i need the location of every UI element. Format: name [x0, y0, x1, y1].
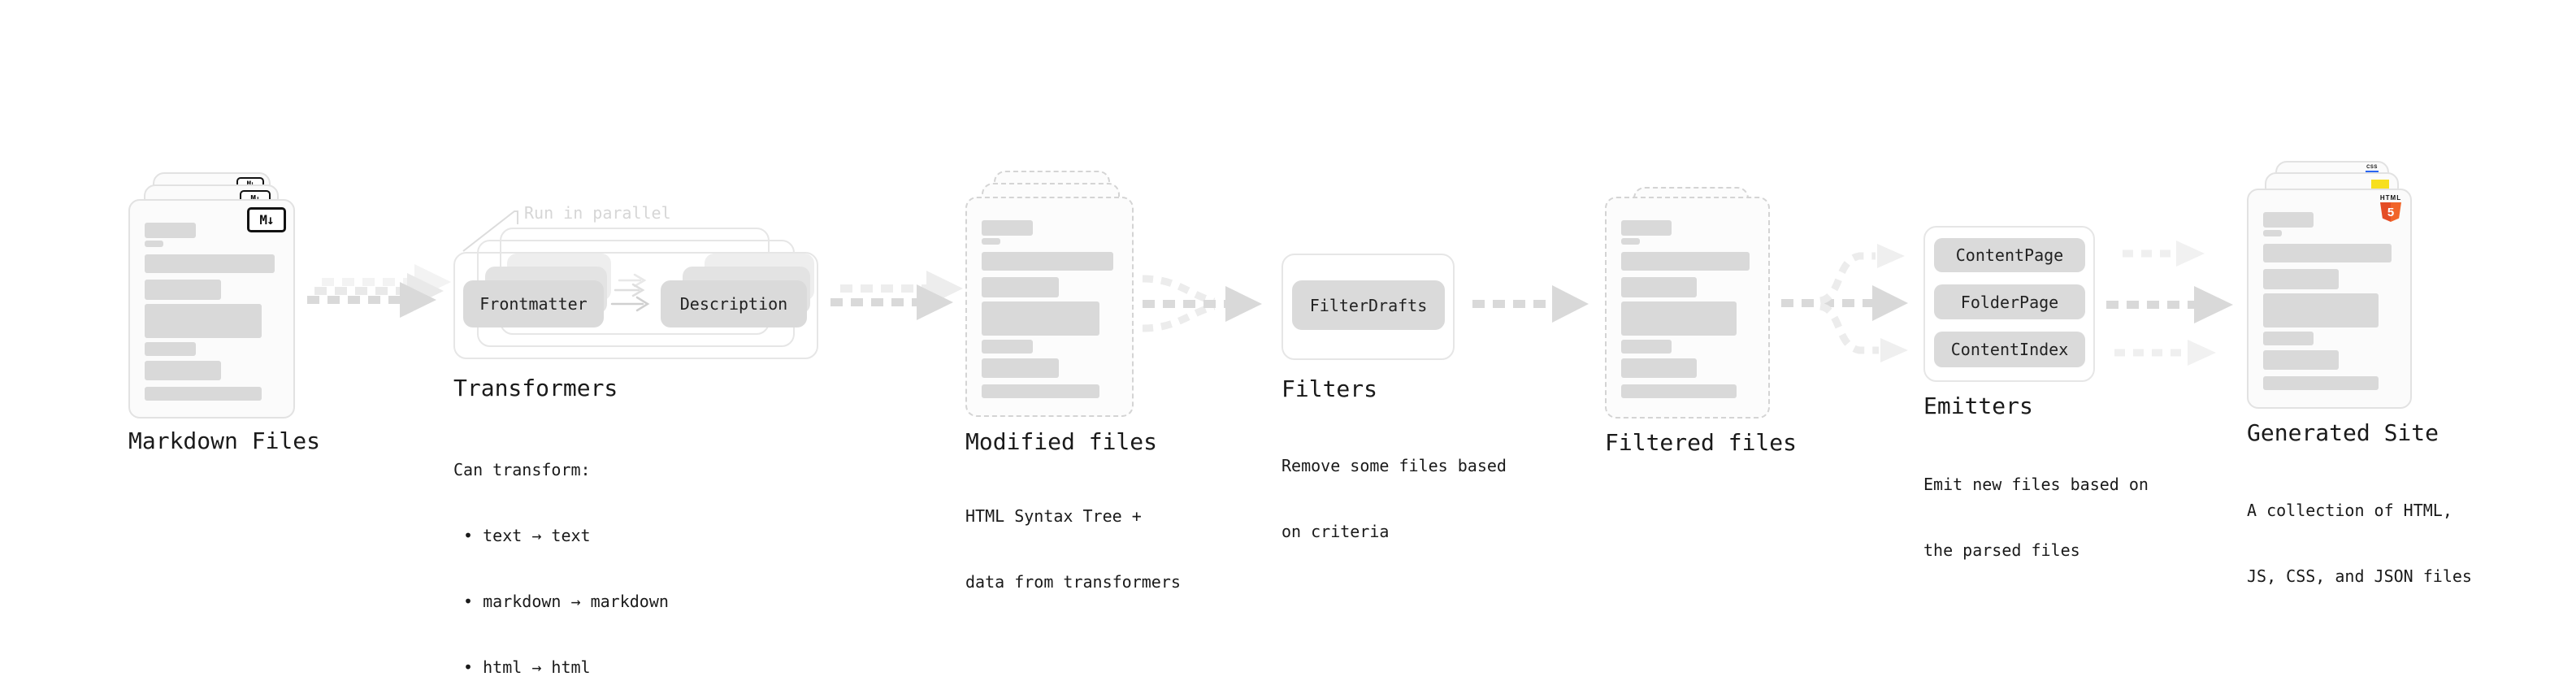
content-bar — [1621, 238, 1640, 245]
content-bar — [1621, 277, 1697, 297]
content-bar — [2263, 230, 2282, 236]
arrow-transformers-to-modified — [830, 284, 953, 320]
arrow-filters-to-filtered — [1472, 285, 1589, 323]
arrow-transformers-to-modified — [840, 271, 963, 306]
content-bar — [1621, 384, 1737, 398]
content-bar — [2263, 244, 2392, 262]
transformers-subtitle: Can transform: • text → text • markdown … — [453, 460, 669, 677]
frontmatter-box: Frontmatter — [463, 280, 604, 327]
transformers-title: Transformers — [453, 375, 618, 401]
document-content-bars — [145, 223, 279, 401]
html5-icon: HTML 5 — [2379, 194, 2402, 222]
content-bar — [1621, 220, 1672, 236]
content-bar — [982, 220, 1034, 236]
content-bar — [145, 223, 196, 238]
content-bar — [145, 241, 164, 247]
modified-files-title: Modified files — [965, 428, 1158, 455]
description-box: Description — [661, 280, 807, 327]
arrow-markdown-to-transformers — [314, 273, 444, 309]
content-bar — [2263, 332, 2314, 345]
arrow-markdown-to-transformers — [322, 264, 451, 300]
content-bar — [1621, 340, 1672, 354]
run-in-parallel-annotation: Run in parallel — [524, 203, 671, 223]
content-bar — [145, 304, 262, 338]
filters-container-box — [1281, 254, 1455, 360]
markdown-files-title: Markdown Files — [128, 427, 321, 454]
modified-files-subtitle: HTML Syntax Tree + data from transformer… — [965, 506, 1181, 592]
content-bar — [145, 387, 262, 401]
content-bar — [2263, 212, 2314, 228]
css-file-icon: CSS — [2365, 165, 2379, 173]
contentindex-box: ContentIndex — [1934, 332, 2085, 367]
arrow-modified-to-filters-merge — [1142, 275, 1262, 332]
content-bar — [2263, 376, 2379, 390]
generated-site-subtitle: A collection of HTML, JS, CSS, and JSON … — [2247, 501, 2472, 586]
modified-file-card-front — [965, 197, 1134, 417]
filtered-file-card-front — [1605, 197, 1770, 419]
js-file-icon — [2371, 180, 2389, 189]
emitters-subtitle: Emit new files based on the parsed files — [1923, 475, 2149, 560]
document-content-bars — [2263, 212, 2396, 390]
content-bar — [2263, 269, 2339, 289]
content-bar — [2263, 350, 2339, 370]
emitters-title: Emitters — [1923, 393, 2033, 419]
content-bar — [2263, 293, 2379, 327]
markdown-file-card-front: M↓ — [128, 199, 295, 419]
transformer-run-box-front — [453, 252, 818, 359]
contentpage-box: ContentPage — [1934, 238, 2085, 272]
generated-site-card-front: HTML 5 — [2247, 189, 2412, 409]
content-bar — [145, 280, 222, 300]
emitters-container-box — [1923, 226, 2095, 382]
filterdrafts-box: FilterDrafts — [1292, 280, 1445, 330]
filters-title: Filters — [1281, 375, 1378, 402]
content-bar — [982, 238, 1001, 245]
content-bar — [145, 361, 222, 380]
content-bar — [982, 340, 1034, 354]
folderpage-box: FolderPage — [1934, 284, 2085, 319]
markdown-icon: M↓ — [247, 207, 286, 232]
content-bar — [145, 342, 196, 356]
filtered-files-title: Filtered files — [1605, 429, 1798, 456]
arrow-emitters-to-generated — [2106, 241, 2233, 366]
filters-subtitle: Remove some files based on criteria — [1281, 456, 1507, 541]
content-bar — [982, 384, 1100, 398]
arrow-markdown-to-transformers — [307, 282, 436, 318]
content-bar — [1621, 301, 1737, 336]
generated-site-title: Generated Site — [2247, 419, 2439, 446]
content-bar — [145, 254, 275, 273]
arrow-filtered-to-emitters-fanout — [1781, 244, 1908, 362]
content-bar — [982, 252, 1113, 271]
content-bar — [1621, 252, 1750, 271]
content-bar — [982, 301, 1100, 336]
content-bar — [982, 277, 1060, 297]
document-content-bars — [1621, 220, 1754, 398]
content-bar — [1621, 358, 1697, 378]
document-content-bars — [982, 220, 1117, 398]
content-bar — [982, 358, 1060, 378]
